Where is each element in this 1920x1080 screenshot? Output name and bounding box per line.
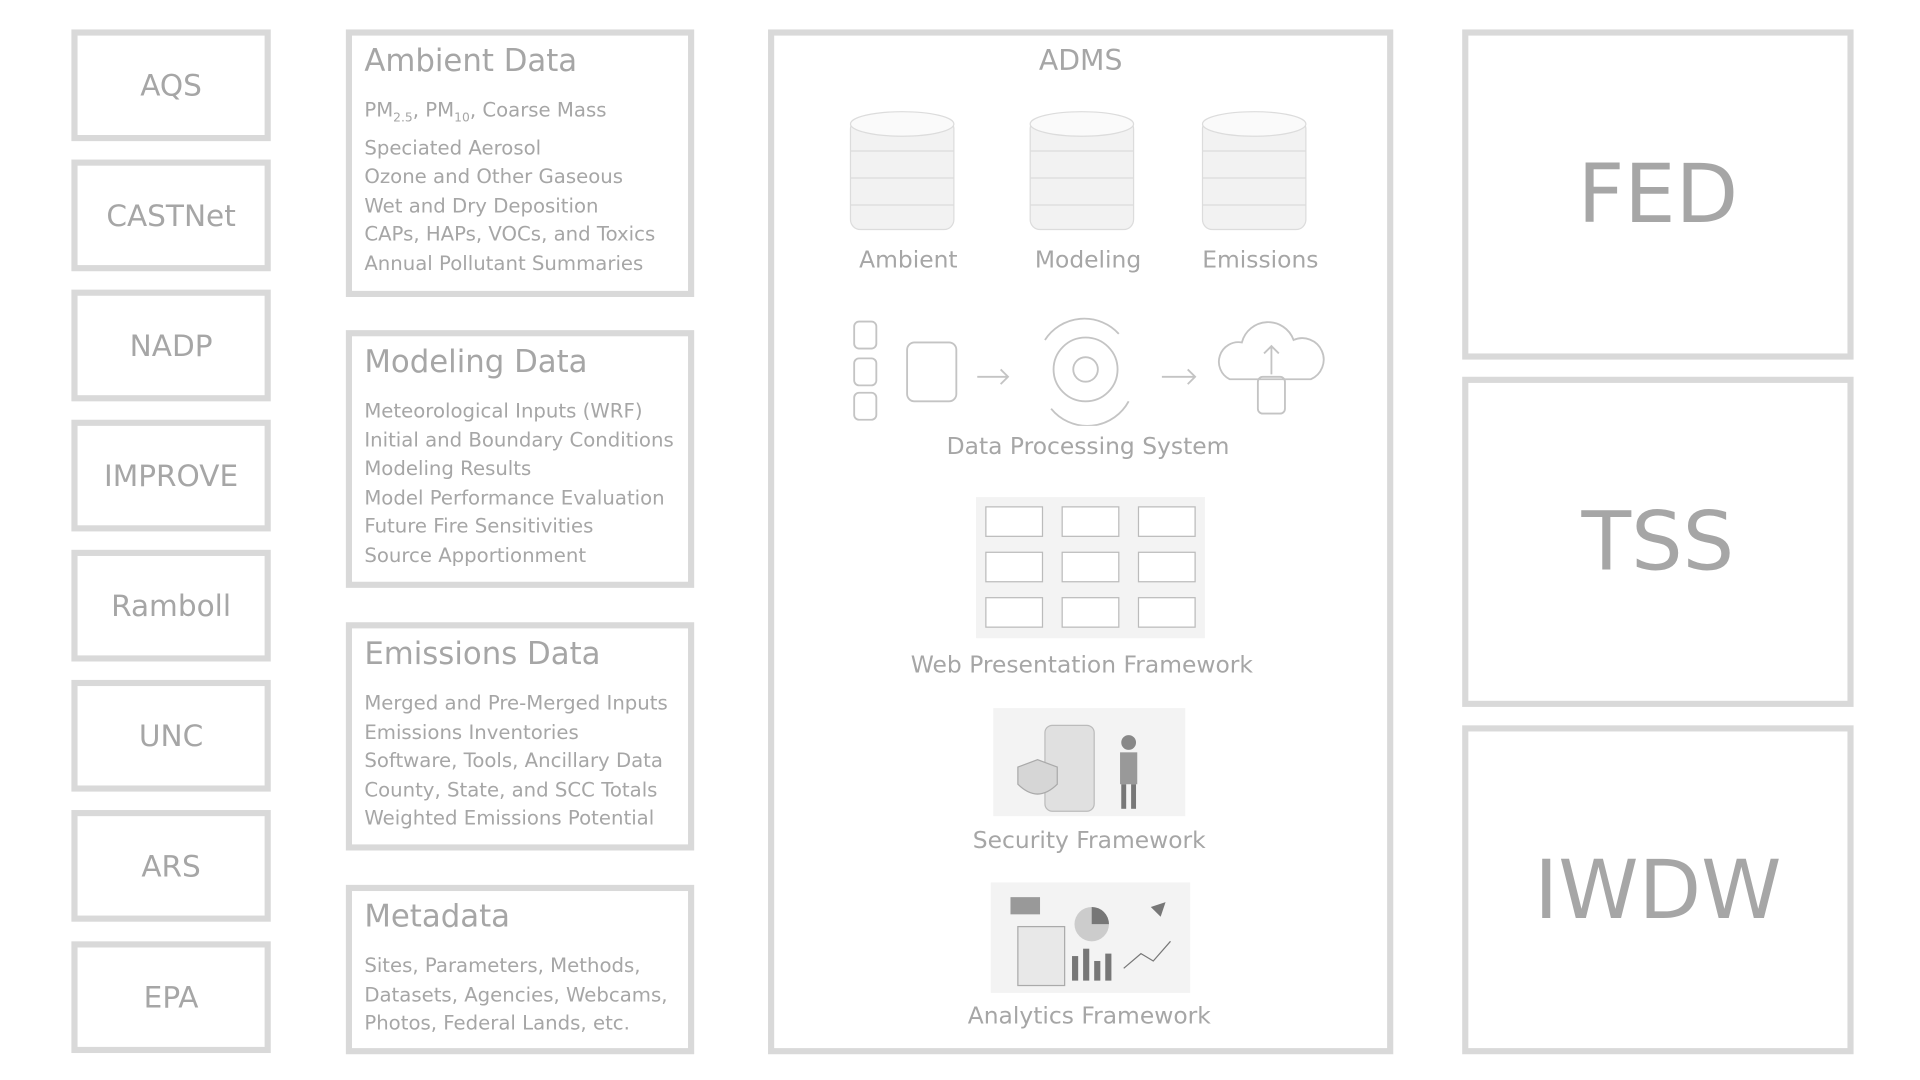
category-item: Datasets, Agencies, Webcams, (364, 982, 668, 1006)
modeling-data-box: Modeling Data Meteorological Inputs (WRF… (345, 330, 695, 588)
analytics-image (990, 882, 1191, 993)
category-item: CAPs, HAPs, VOCs, and Toxics (364, 222, 656, 246)
category-title: Metadata (364, 898, 511, 934)
security-image (993, 708, 1186, 817)
db-label-modeling: Modeling (1034, 246, 1142, 274)
cloud-upload-icon (1217, 321, 1325, 415)
emissions-data-box: Emissions Data Merged and Pre-Merged Inp… (345, 622, 695, 851)
server-icon (853, 320, 958, 421)
ambient-data-box: Ambient Data PM2.5, PM10, Coarse Mass Sp… (345, 29, 695, 298)
source-castnet: CASTNet (71, 159, 271, 272)
category-item: Model Performance Evaluation (364, 485, 665, 509)
web-label: Web Presentation Framework (910, 651, 1253, 679)
category-item: Ozone and Other Gaseous (364, 164, 624, 189)
category-item: Weighted Emissions Potential (364, 806, 655, 830)
category-item: Sites, Parameters, Methods, (364, 953, 641, 977)
database-icon (1201, 111, 1307, 231)
data-processing-icons (853, 317, 1325, 426)
source-ramboll: Ramboll (71, 549, 271, 662)
database-icon (1029, 111, 1135, 231)
database-icon (849, 111, 955, 231)
web-dashboards-image (976, 497, 1205, 639)
arrow-icon (1161, 368, 1197, 385)
adms-box: ADMS Ambient Modeling Emissions Data Pro… (768, 29, 1394, 1055)
category-item: Future Fire Sensitivities (364, 514, 594, 538)
category-item: Annual Pollutant Summaries (364, 251, 644, 275)
gear-sync-icon (1044, 317, 1130, 426)
category-item: Emissions Inventories (364, 719, 579, 744)
system-tss: TSS (1462, 376, 1854, 707)
category-item: Photos, Federal Lands, etc. (364, 1011, 630, 1035)
category-item: PM2.5, PM10, Coarse Mass (364, 98, 607, 126)
category-item: Initial and Boundary Conditions (364, 427, 674, 452)
category-item: County, State, and SCC Totals (364, 777, 658, 801)
category-item: Speciated Aerosol (364, 135, 542, 160)
arrow-icon (977, 368, 1010, 385)
source-ars: ARS (71, 810, 271, 922)
category-title: Ambient Data (364, 42, 578, 79)
database-icons (849, 111, 1307, 231)
dps-label: Data Processing System (946, 433, 1230, 461)
db-label-emissions: Emissions (1202, 246, 1319, 274)
system-iwdw: IWDW (1462, 725, 1854, 1055)
source-epa: EPA (71, 941, 271, 1054)
source-aqs: AQS (71, 29, 271, 142)
category-item: Software, Tools, Ancillary Data (364, 748, 663, 772)
analytics-label: Analytics Framework (967, 1002, 1211, 1030)
category-item: Modeling Results (364, 456, 532, 480)
category-item: Source Apportionment (364, 543, 587, 567)
category-item: Wet and Dry Deposition (364, 193, 599, 217)
category-title: Modeling Data (364, 343, 588, 380)
category-title: Emissions Data (364, 635, 601, 672)
category-item: Meteorological Inputs (WRF) (364, 398, 643, 423)
category-item: Merged and Pre-Merged Inputs (364, 690, 668, 715)
source-unc: UNC (71, 679, 271, 792)
source-nadp: NADP (71, 289, 271, 402)
db-label-ambient: Ambient (859, 246, 958, 274)
source-improve: IMPROVE (71, 419, 271, 532)
security-label: Security Framework (972, 827, 1206, 855)
adms-title: ADMS (1038, 45, 1123, 78)
metadata-box: Metadata Sites, Parameters, Methods, Dat… (345, 884, 695, 1055)
system-fed: FED (1462, 29, 1854, 360)
